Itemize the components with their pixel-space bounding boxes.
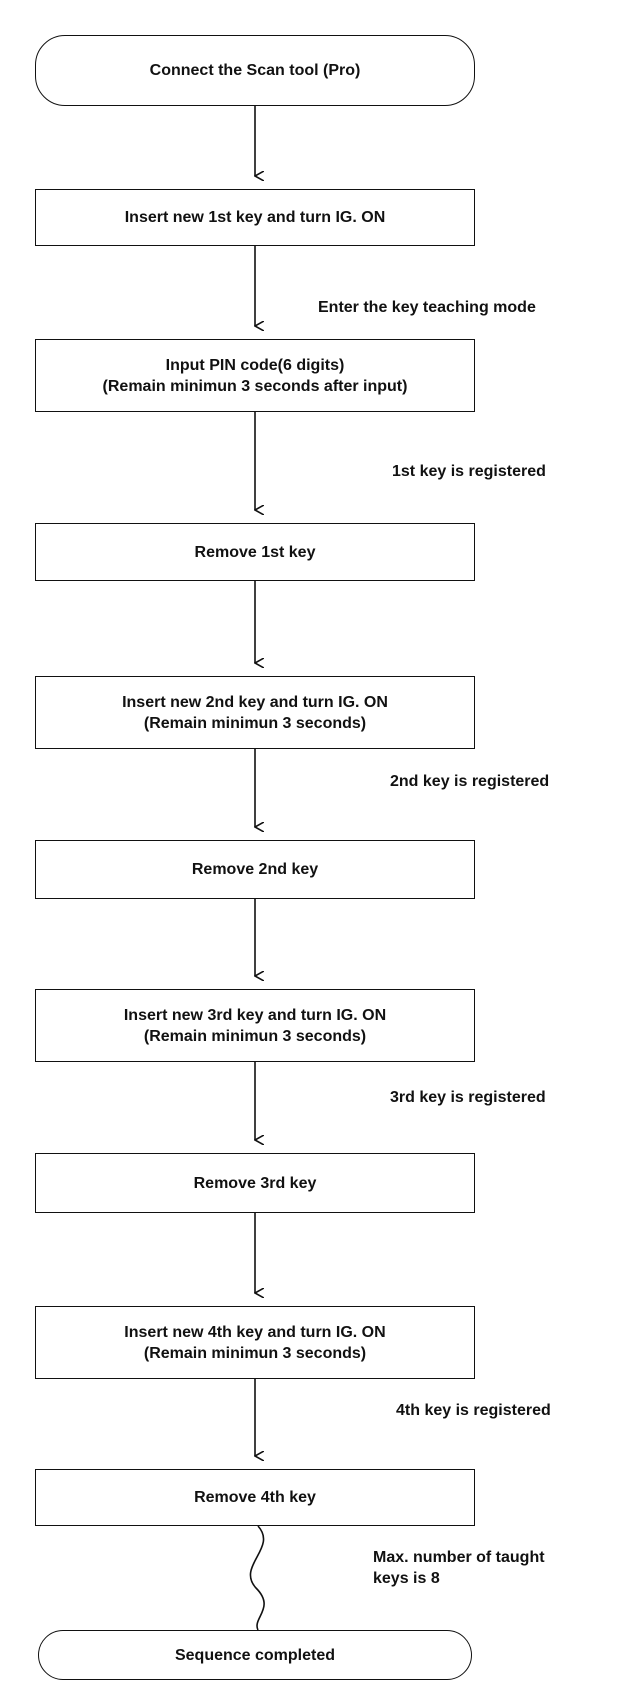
step-remove-key-4: Remove 4th key: [35, 1469, 475, 1526]
step-insert-key-1: Insert new 1st key and turn IG. ON: [35, 189, 475, 246]
start-label: Connect the Scan tool (Pro): [149, 62, 361, 79]
step-sublabel: (Remain minimun 3 seconds): [143, 1027, 367, 1045]
step-sublabel: (Remain minimun 3 seconds): [143, 1344, 367, 1362]
step-label: Remove 2nd key: [191, 861, 319, 878]
note-max-keys-line1: Max. number of taught: [373, 1549, 545, 1566]
note-key2-registered: 2nd key is registered: [390, 773, 550, 790]
step-remove-key-3: Remove 3rd key: [35, 1153, 475, 1213]
step-sublabel: (Remain minimun 3 seconds): [143, 714, 367, 732]
step-label: Insert new 3rd key and turn IG. ON: [123, 1006, 387, 1024]
step-sublabel: (Remain minimun 3 seconds after input): [102, 377, 408, 395]
end-node: Sequence completed: [38, 1630, 472, 1680]
step-remove-key-1: Remove 1st key: [35, 523, 475, 581]
step-remove-key-2: Remove 2nd key: [35, 840, 475, 899]
step-label: Remove 1st key: [194, 543, 316, 561]
wavy-connector: [249, 1525, 265, 1631]
start-node: Connect the Scan tool (Pro): [35, 35, 475, 106]
note-max-keys: Max. number of taught keys is 8: [373, 1547, 545, 1589]
note-max-keys-line2: keys is 8: [373, 1570, 440, 1587]
step-insert-key-4: Insert new 4th key and turn IG. ON (Rema…: [35, 1306, 475, 1379]
step-insert-key-2: Insert new 2nd key and turn IG. ON (Rema…: [35, 676, 475, 749]
step-label: Insert new 4th key and turn IG. ON: [124, 1323, 386, 1341]
end-label: Sequence completed: [174, 1646, 336, 1664]
note-key3-registered: 3rd key is registered: [390, 1089, 546, 1106]
step-insert-key-3: Insert new 3rd key and turn IG. ON (Rema…: [35, 989, 475, 1062]
note-key4-registered: 4th key is registered: [396, 1402, 551, 1419]
step-label: Remove 4th key: [194, 1489, 316, 1506]
note-teaching-mode: Enter the key teaching mode: [318, 299, 536, 316]
step-label: Insert new 2nd key and turn IG. ON: [122, 693, 388, 711]
step-label: Input PIN code(6 digits): [165, 356, 345, 374]
step-label: Remove 3rd key: [193, 1174, 317, 1192]
step-label: Insert new 1st key and turn IG. ON: [124, 209, 386, 226]
note-key1-registered: 1st key is registered: [392, 463, 546, 480]
step-input-pin: Input PIN code(6 digits) (Remain minimun…: [35, 339, 475, 412]
